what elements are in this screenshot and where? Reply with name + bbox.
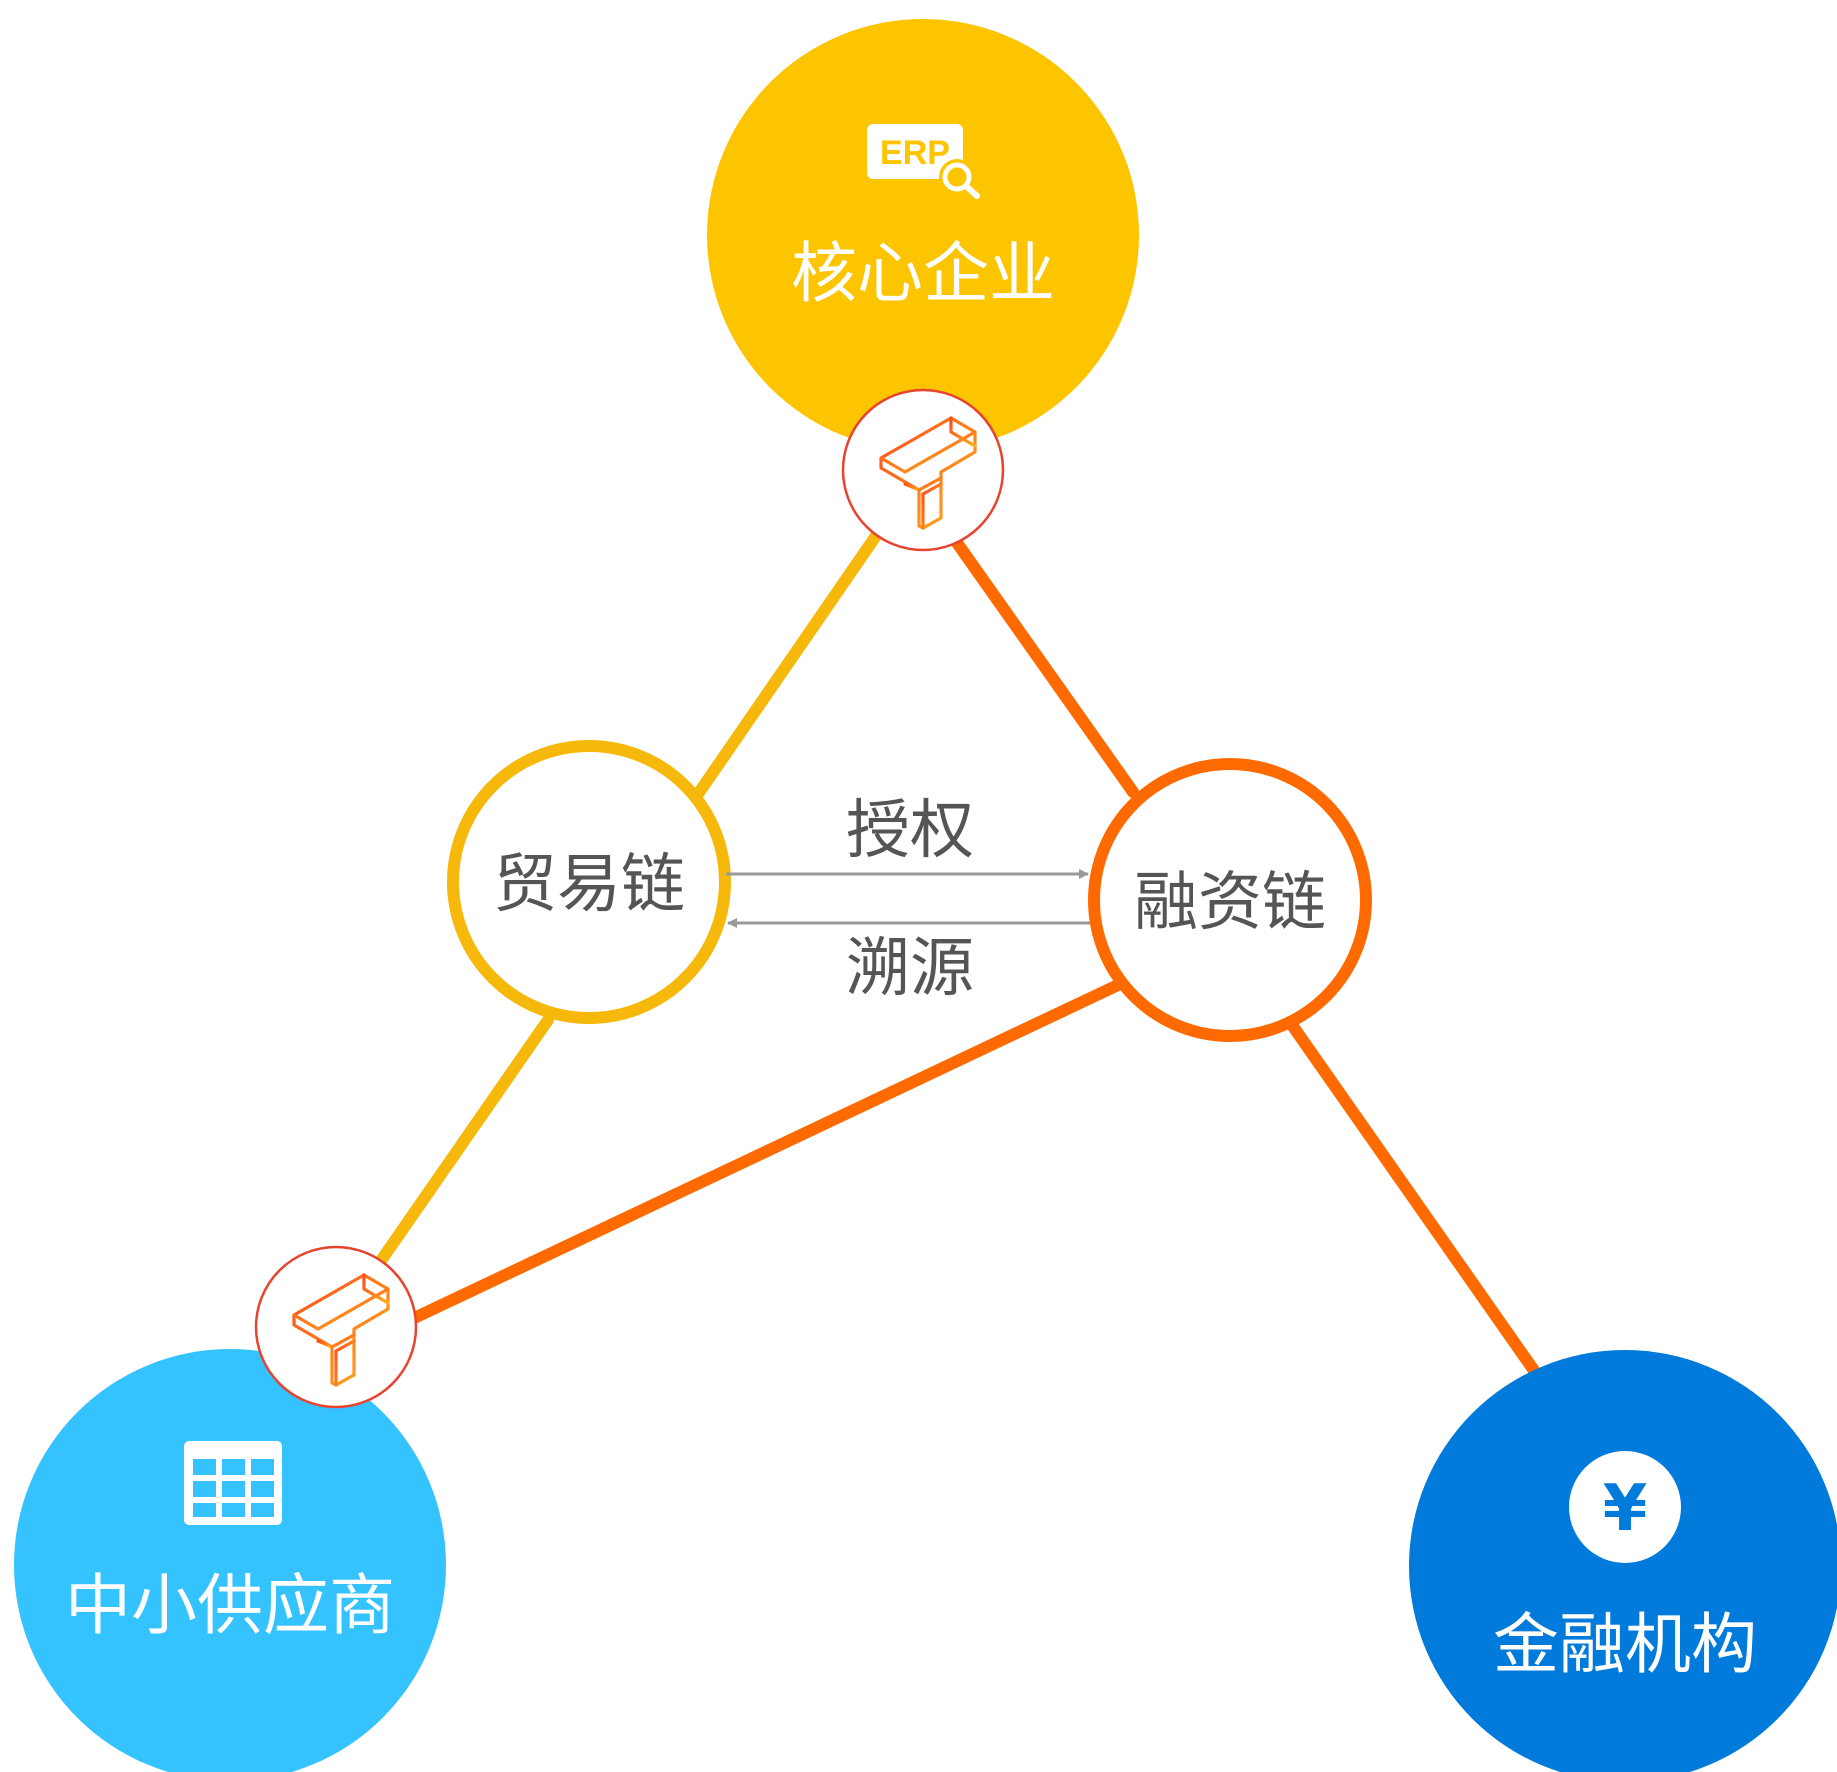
financial-institution-node[interactable]: ¥ 金融机构 bbox=[1409, 1350, 1837, 1772]
trade-chain-circle bbox=[447, 740, 731, 1024]
financial-institution-label: 金融机构 bbox=[1493, 1606, 1757, 1683]
line-finance-chain-to-finance bbox=[1286, 1019, 1541, 1378]
finance-chain-label: 融资链 bbox=[1134, 866, 1326, 940]
core-enterprise-label: 核心企业 bbox=[791, 235, 1055, 312]
yen-symbol: ¥ bbox=[1603, 1472, 1648, 1546]
supplier-circle bbox=[14, 1349, 446, 1772]
blockchain-badge-circle bbox=[841, 388, 1005, 552]
authorize-label: 授权 bbox=[846, 794, 974, 868]
blockchain-badge-supplier[interactable] bbox=[254, 1245, 418, 1409]
blockchain-badge-core[interactable] bbox=[841, 388, 1005, 552]
trace-label: 溯源 bbox=[846, 932, 974, 1006]
core-enterprise-circle bbox=[707, 19, 1139, 451]
finance-chain-circle bbox=[1088, 758, 1372, 1042]
line-finance-chain-to-supplier bbox=[404, 979, 1124, 1326]
erp-search-icon: ERP bbox=[867, 124, 980, 199]
line-core-to-trade-chain bbox=[690, 524, 886, 803]
finance-chain-node[interactable]: 融资链 bbox=[1088, 758, 1372, 1042]
trade-chain-node[interactable]: 贸易链 bbox=[447, 740, 731, 1024]
line-trade-chain-to-supplier bbox=[372, 1014, 554, 1271]
blockchain-badge-circle bbox=[254, 1245, 418, 1409]
core-enterprise-node[interactable]: ERP 核心企业 bbox=[707, 19, 1139, 451]
supplier-node[interactable]: 中小供应商 bbox=[14, 1349, 446, 1772]
yen-coin-icon: ¥ bbox=[1569, 1451, 1681, 1563]
trade-chain-label: 贸易链 bbox=[493, 848, 685, 922]
erp-text: ERP bbox=[880, 134, 950, 172]
supplier-label: 中小供应商 bbox=[65, 1567, 395, 1644]
line-core-to-finance-chain bbox=[949, 534, 1139, 798]
table-grid-icon bbox=[184, 1441, 282, 1525]
